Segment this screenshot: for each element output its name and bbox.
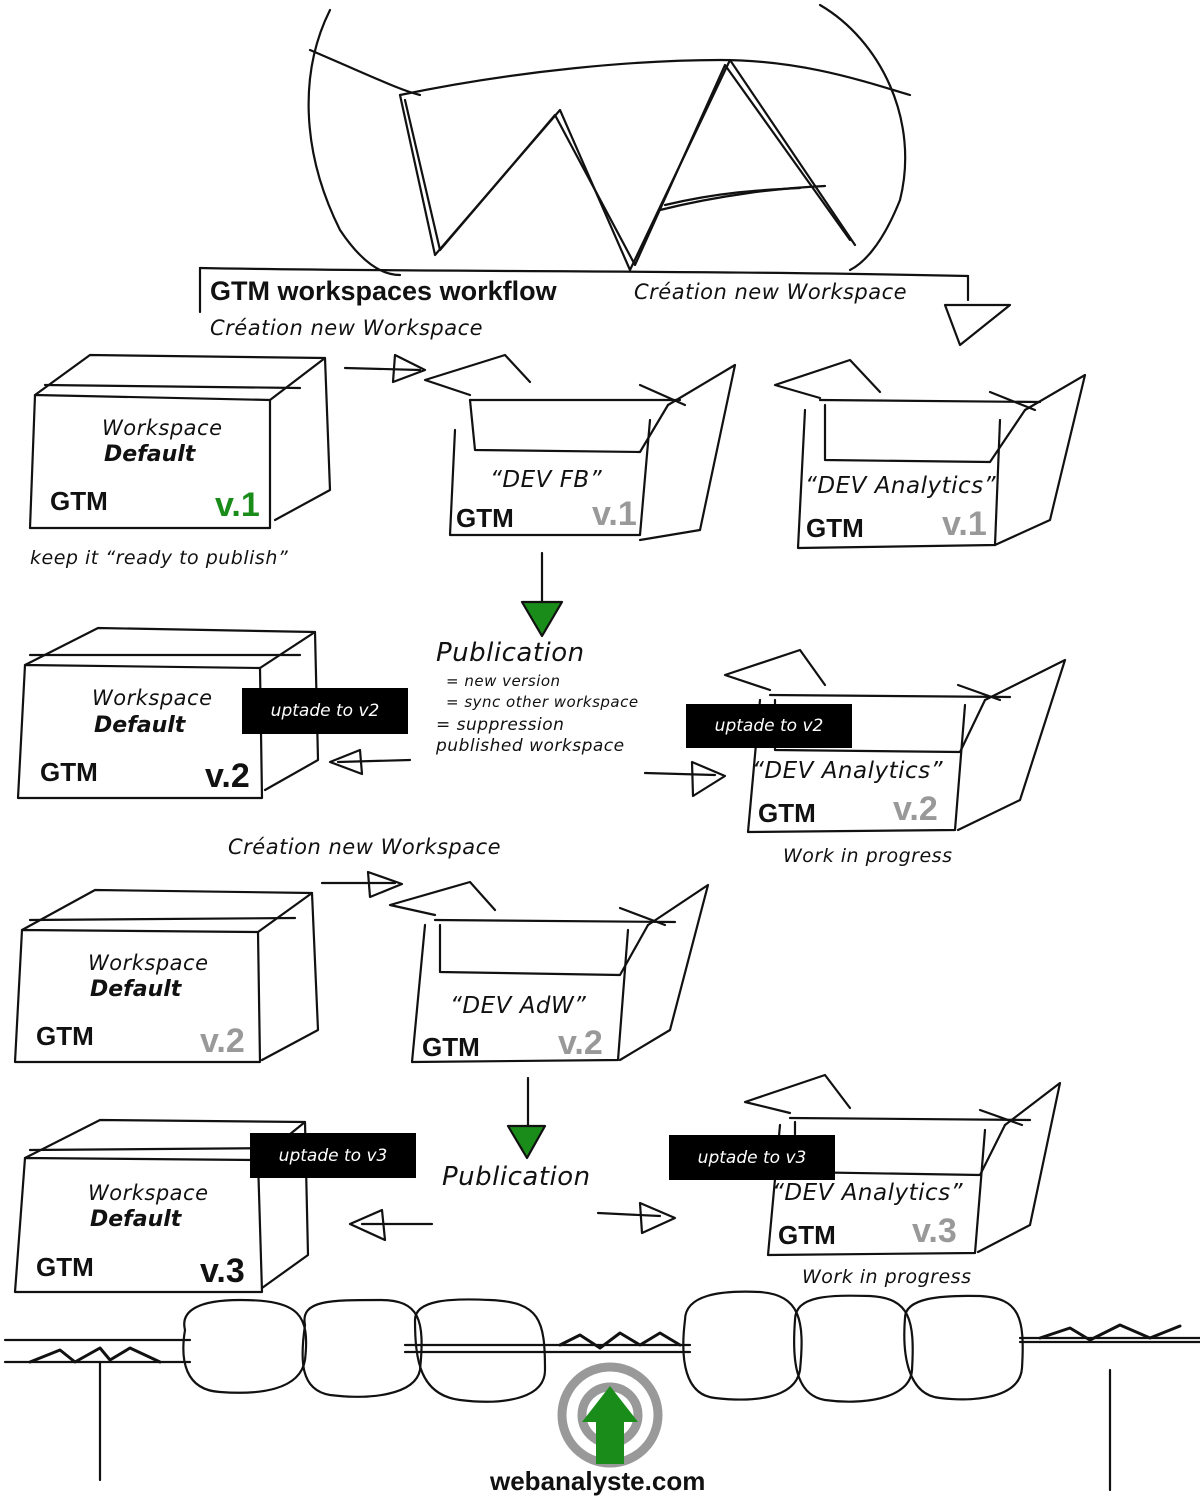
box-dev-fb-sketch (423, 353, 737, 542)
creation-label-1: Création new Workspace (210, 316, 484, 340)
box-default-v2b-gtm: GTM (36, 1021, 94, 1051)
box-default-v2b-sketch (13, 888, 320, 1064)
box-default-v1-workspace: Workspace (102, 416, 223, 440)
webanalyste-logo (557, 1362, 663, 1468)
creation-label-top: Création new Workspace (634, 280, 908, 304)
box-default-v2-sketch (16, 626, 320, 800)
box-default-v3-default: Default (90, 1207, 182, 1232)
update-v3-tag-right: uptade to v3 (669, 1135, 835, 1180)
box-dev-analytics-3-version: v.3 (912, 1212, 957, 1250)
ground-sketch (3, 1290, 1200, 1492)
box-default-v1-sketch (28, 353, 332, 530)
update-v3-tag-left: uptade to v3 (250, 1133, 416, 1178)
box-default-v2b-version: v.2 (200, 1022, 245, 1060)
box-default-v3-gtm: GTM (36, 1252, 94, 1282)
publication-label-1: Publication (436, 638, 585, 668)
box-dev-fb-version: v.1 (592, 495, 637, 533)
creation-label-2: Création new Workspace (228, 835, 502, 859)
box-dev-fb-name: “DEV FB” (490, 467, 603, 493)
pub-note-published: published workspace (436, 736, 625, 756)
work-in-progress-2: Work in progress (802, 1266, 972, 1288)
box-dev-analytics-1-gtm: GTM (806, 513, 864, 543)
box-default-v3-version: v.3 (200, 1252, 245, 1290)
box-default-v2-workspace: Workspace (92, 686, 213, 710)
box-dev-analytics-3-name: “DEV Analytics” (772, 1180, 964, 1206)
box-default-v2-version: v.2 (205, 757, 250, 795)
box-default-v1-gtm: GTM (50, 486, 108, 516)
pub-note-suppression: = suppression (436, 715, 565, 735)
pub-note-new-version: = new version (446, 672, 561, 690)
box-dev-fb-gtm: GTM (456, 503, 514, 533)
box-dev-analytics-1-name: “DEV Analytics” (805, 473, 997, 499)
update-v2-tag-right: uptade to v2 (686, 704, 852, 748)
box-dev-analytics-3-gtm: GTM (778, 1220, 836, 1250)
pub-note-sync: = sync other workspace (446, 693, 639, 711)
box-dev-adw-name: “DEV AdW” (450, 993, 587, 1019)
box-dev-adw-sketch (388, 880, 710, 1064)
box-default-v2b-default: Default (90, 977, 182, 1002)
work-in-progress-1: Work in progress (783, 845, 953, 867)
box-dev-adw-version: v.2 (558, 1024, 603, 1062)
box-dev-analytics-2-gtm: GTM (758, 798, 816, 828)
box-default-v3-workspace: Workspace (88, 1181, 209, 1205)
box-default-v2-gtm: GTM (40, 757, 98, 787)
box-default-v2-default: Default (94, 713, 186, 738)
box-default-v1-version: v.1 (215, 486, 260, 524)
box-dev-analytics-1-version: v.1 (942, 505, 987, 543)
publication-label-2: Publication (442, 1162, 591, 1192)
box-dev-analytics-2-version: v.2 (893, 790, 938, 828)
box-dev-adw-gtm: GTM (422, 1032, 480, 1062)
site-name[interactable]: webanalyste.com (490, 1466, 706, 1496)
update-v2-tag-left: uptade to v2 (242, 688, 408, 734)
box-default-v1-default: Default (104, 442, 196, 467)
keep-note: keep it “ready to publish” (30, 547, 289, 569)
page-title: GTM workspaces workflow (210, 276, 557, 306)
box-dev-analytics-1-sketch (773, 358, 1087, 550)
wa-logo-sketch (307, 3, 912, 277)
box-default-v2b-workspace: Workspace (88, 951, 209, 975)
box-dev-analytics-2-name: “DEV Analytics” (752, 758, 944, 784)
